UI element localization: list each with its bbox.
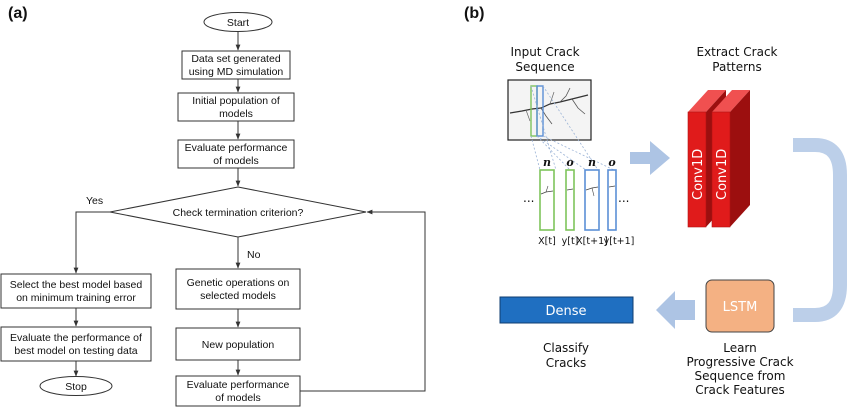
evaluate-box-1 [177, 139, 295, 169]
learn-line4: Crack Features [695, 383, 785, 397]
input-title-line1: Input Crack [510, 45, 579, 59]
data-set-line2: using MD simulation [189, 66, 284, 78]
crack-image [507, 79, 592, 141]
learn-line2: Progressive Crack [686, 355, 793, 369]
ellipsis-right: ... [618, 191, 629, 205]
classify-line2: Cracks [546, 356, 586, 370]
yes-label: Yes [86, 195, 103, 207]
seq-bottom-1: X[t] [538, 236, 556, 247]
start-terminal [203, 12, 273, 32]
dense-label: Dense [545, 304, 586, 319]
panel-a-label: (a) [8, 5, 28, 22]
evaluate-test-line1: Evaluate the performance of [10, 332, 142, 344]
no-label: No [247, 249, 261, 261]
seq-top-4: o [608, 156, 615, 169]
decision-text: Check termination criterion? [173, 207, 304, 219]
lstm-label: LSTM [723, 300, 758, 315]
data-set-line1: Data set generated [191, 53, 280, 65]
panel-b-label: (b) [464, 5, 484, 22]
start-text: Start [227, 17, 249, 29]
dense-block [499, 296, 634, 324]
seq-top-1: n [543, 156, 551, 169]
learn-line3: Sequence from [695, 369, 786, 383]
select-best-line1: Select the best model based [10, 279, 143, 291]
flow-curve [793, 138, 847, 322]
evaluate-2-line1: Evaluate performance [187, 379, 290, 391]
projection-lines [530, 85, 615, 171]
select-best-box [0, 273, 152, 309]
classify-line1: Classify [543, 341, 589, 355]
seq-bottom-4: y[t+1] [604, 236, 635, 247]
ellipsis-left: ... [523, 191, 534, 205]
select-best-line2: on minimum training error [16, 292, 136, 304]
initial-population-box [177, 92, 295, 122]
seq-bottom-3: X[t+1] [576, 236, 608, 247]
conv1d-block-2 [711, 90, 750, 228]
initial-population-line2: models [219, 108, 253, 120]
stop-text: Stop [65, 381, 87, 393]
flow-arrow-right [630, 141, 670, 175]
data-set-box [181, 50, 291, 80]
seq-bottom-2: y[t] [562, 236, 579, 247]
extract-title-line2: Patterns [712, 60, 761, 74]
evaluate-2-line2: of models [215, 392, 261, 404]
seq-top-2: o [566, 156, 573, 169]
sequence-strips [539, 169, 617, 231]
learn-line1: Learn [723, 341, 757, 355]
genetic-line2: selected models [200, 290, 276, 302]
evaluate-1-line2: of models [213, 155, 259, 167]
evaluate-test-box [0, 326, 152, 362]
genetic-line1: Genetic operations on [187, 277, 290, 289]
evaluate-test-line2: best model on testing data [14, 345, 137, 357]
lstm-block [705, 279, 775, 333]
flow-arrow-left [656, 291, 695, 329]
evaluate-1-line1: Evaluate performance [185, 142, 288, 154]
initial-population-line1: Initial population of [192, 95, 280, 107]
new-population-text: New population [202, 339, 275, 351]
seq-top-3: n [588, 156, 596, 169]
conv1d-label-2: Conv1D [715, 149, 730, 200]
conv1d-label-1: Conv1D [691, 149, 706, 200]
genetic-operations-box [175, 268, 301, 310]
extract-title-line1: Extract Crack [696, 45, 777, 59]
stop-terminal [39, 376, 113, 396]
input-title-line2: Sequence [515, 60, 574, 74]
